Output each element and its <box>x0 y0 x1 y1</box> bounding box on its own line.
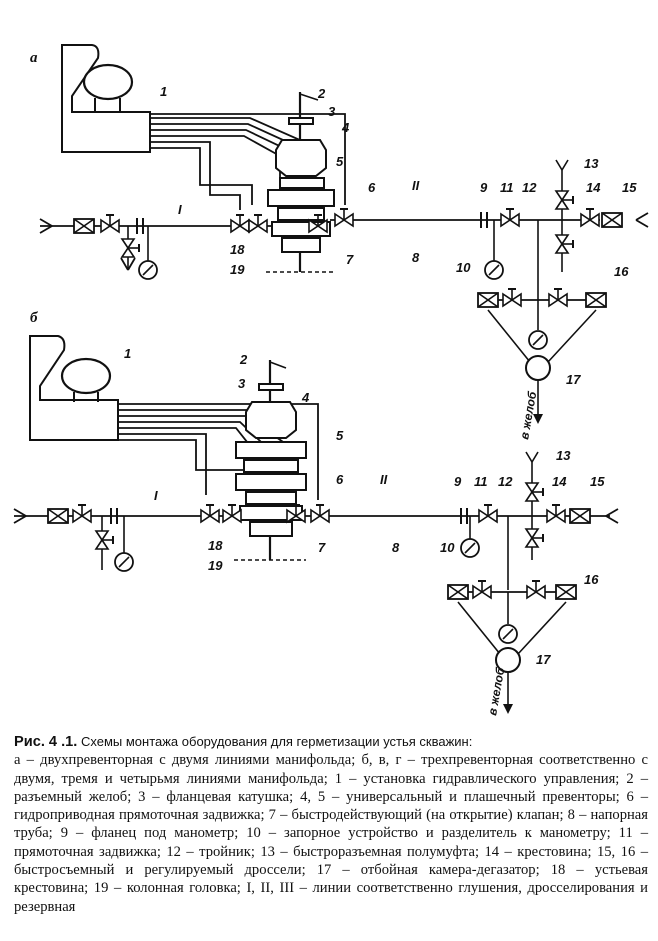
label-line-II: II <box>380 472 388 487</box>
label-6: 6 <box>368 180 376 195</box>
label-4: 4 <box>341 120 350 135</box>
label-10: 10 <box>456 260 471 275</box>
panel-a-letter: а <box>30 50 38 66</box>
label-15: 15 <box>590 474 605 489</box>
label-13: 13 <box>584 156 599 171</box>
label-16: 16 <box>614 264 629 279</box>
label-7: 7 <box>318 540 326 555</box>
label-3: 3 <box>238 376 246 391</box>
hydraulic-control-unit-b <box>29 335 119 441</box>
label-10: 10 <box>440 540 455 555</box>
label-9: 9 <box>480 180 488 195</box>
label-12: 12 <box>522 180 537 195</box>
label-1: 1 <box>124 346 131 361</box>
label-9: 9 <box>454 474 462 489</box>
label-2: 2 <box>239 352 248 367</box>
label-18: 18 <box>208 538 223 553</box>
kill-line-a <box>39 214 272 280</box>
label-14: 14 <box>552 474 567 489</box>
label-17: 17 <box>536 652 551 667</box>
label-6: 6 <box>336 472 344 487</box>
label-8: 8 <box>412 250 420 265</box>
panel-a: а <box>30 44 649 441</box>
panel-b-letter: б <box>30 310 38 326</box>
label-12: 12 <box>498 474 513 489</box>
caption-subtitle: Схемы монтажа оборудования для герметиза… <box>80 734 473 749</box>
caption-body: а – двухпревенторная с двумя линиями ман… <box>14 752 648 915</box>
bop-stack-b <box>234 360 307 561</box>
label-3: 3 <box>328 104 336 119</box>
label-17: 17 <box>566 372 581 387</box>
label-2: 2 <box>317 86 326 101</box>
choke-line-a <box>308 159 649 424</box>
panel-b: б <box>13 310 619 717</box>
panel-a-labels: 1 2 3 4 5 6 7 8 9 10 11 12 13 14 15 16 1… <box>160 84 637 441</box>
outlet-label-b: в желоб <box>485 666 507 717</box>
label-19: 19 <box>208 558 223 573</box>
label-7: 7 <box>346 252 354 267</box>
label-19: 19 <box>230 262 245 277</box>
label-18: 18 <box>230 242 245 257</box>
label-16: 16 <box>584 572 599 587</box>
caption-title: Рис. 4 .1. <box>14 734 78 750</box>
label-5: 5 <box>336 428 344 443</box>
label-line-I: I <box>178 202 182 217</box>
label-13: 13 <box>556 448 571 463</box>
label-5: 5 <box>336 154 344 169</box>
choke-line-b <box>286 451 619 714</box>
label-line-I: I <box>154 488 158 503</box>
hydraulic-control-unit <box>61 44 151 153</box>
label-11: 11 <box>474 474 488 489</box>
wellhead-sealing-diagram: а <box>13 44 649 717</box>
hydraulic-lines <box>150 113 346 210</box>
label-1: 1 <box>160 84 167 99</box>
label-11: 11 <box>500 180 514 195</box>
label-8: 8 <box>392 540 400 555</box>
label-4: 4 <box>301 390 310 405</box>
label-15: 15 <box>622 180 637 195</box>
label-line-II: II <box>412 178 420 193</box>
kill-line-b <box>13 504 242 572</box>
figure-caption: Рис. 4 .1. Схемы монтажа оборудования дл… <box>14 733 648 916</box>
bop-stack <box>266 92 335 273</box>
label-14: 14 <box>586 180 601 195</box>
